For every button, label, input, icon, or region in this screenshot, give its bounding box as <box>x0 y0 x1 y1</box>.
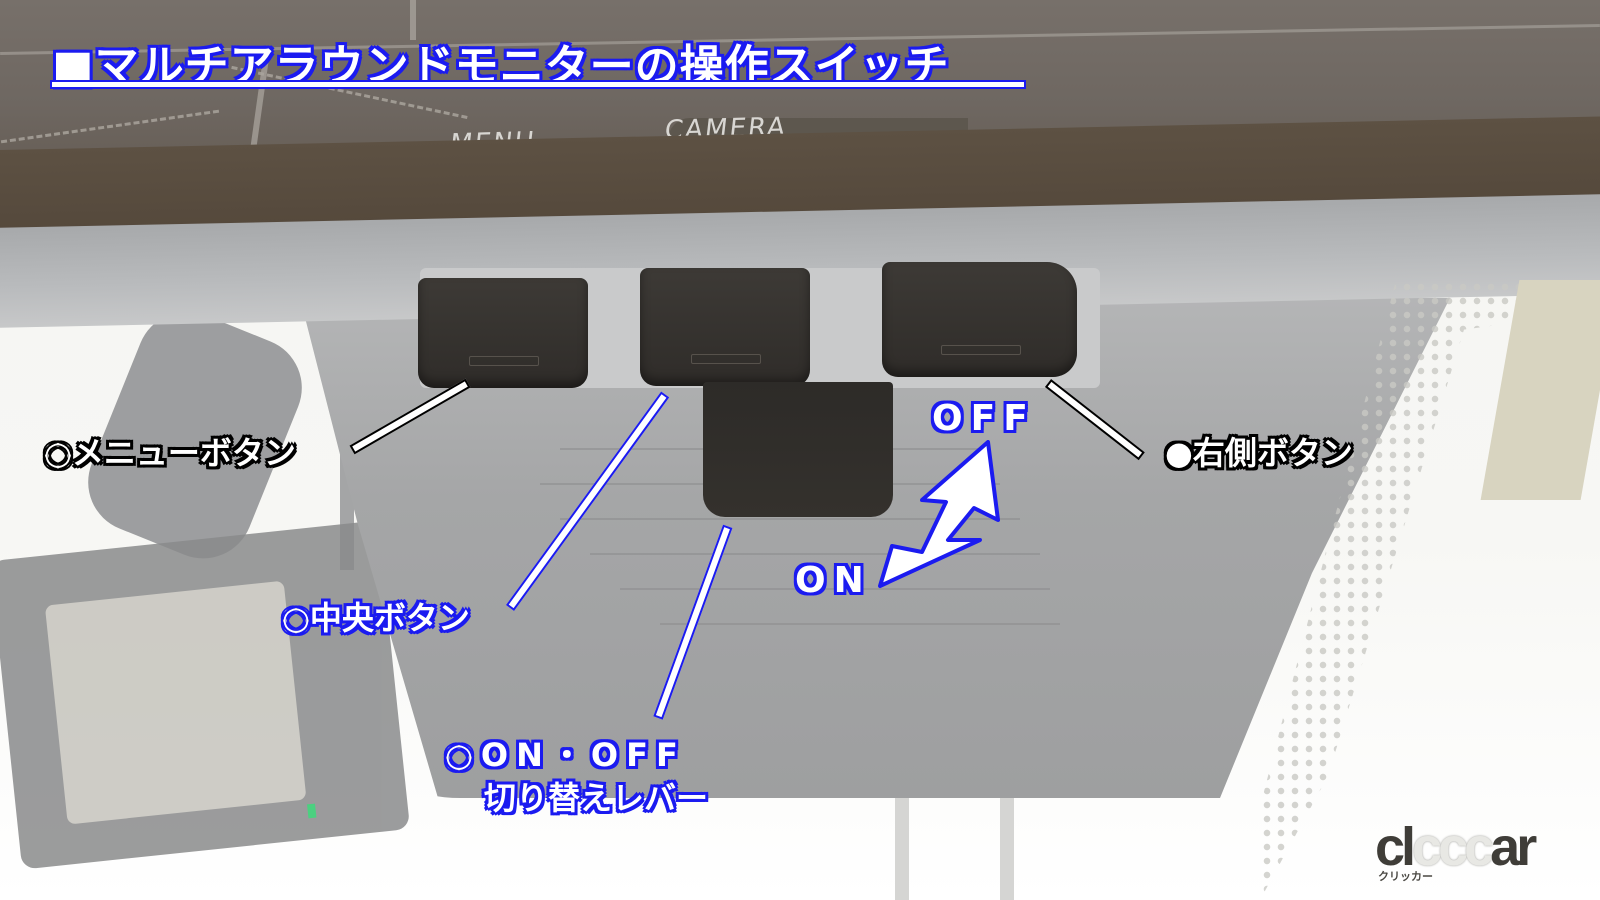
screen-dashed-line <box>0 109 220 144</box>
logo-part: ar <box>1490 817 1537 877</box>
mirror-stem <box>1000 780 1014 900</box>
logo-part: cl <box>1375 817 1416 877</box>
watermark-logo: clcccar <box>1375 817 1537 877</box>
menu-button-label: ○メニューボタン <box>44 434 296 472</box>
lever-off-label: OFF <box>932 398 1036 439</box>
vent-line <box>620 588 1050 590</box>
dashcam-led-icon <box>307 803 317 819</box>
vent-line <box>660 623 1060 625</box>
menu-button[interactable] <box>418 278 588 388</box>
center-button[interactable] <box>640 268 810 386</box>
watermark-subtext: クリッカー <box>1378 870 1433 883</box>
right-button-label: ●右側ボタン <box>1165 434 1353 472</box>
right-button[interactable] <box>882 262 1077 377</box>
center-button-label: ○中央ボタン <box>282 599 470 637</box>
logo-part: ccc <box>1412 817 1494 877</box>
button-notch <box>691 354 761 364</box>
lever-label-line2: 切り替えレバー <box>484 779 709 817</box>
screen-guide-line <box>410 0 416 40</box>
button-notch <box>469 356 539 366</box>
toggle-direction-arrow-icon <box>878 440 1000 588</box>
vent-line <box>590 553 1040 555</box>
title-underline <box>50 80 1026 89</box>
button-notch <box>940 345 1021 355</box>
on-off-lever[interactable] <box>703 382 893 517</box>
dashcam <box>0 520 411 870</box>
lever-on-label: ON <box>795 560 872 601</box>
vent-line <box>560 518 1020 520</box>
lever-label-line1: ○ON・OFF <box>445 736 686 774</box>
dashcam-screen <box>44 580 307 825</box>
